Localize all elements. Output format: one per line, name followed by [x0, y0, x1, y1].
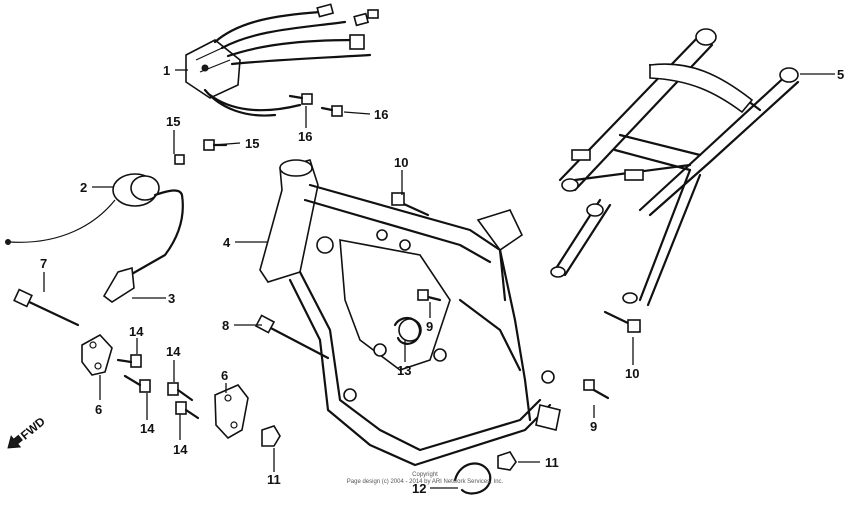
ignition-coil-part [5, 173, 184, 277]
bolt-part [174, 139, 228, 165]
callout-16: 16 [374, 107, 388, 122]
nut-part [261, 425, 517, 471]
callout-10: 10 [625, 366, 639, 381]
callout-6: 6 [221, 368, 228, 383]
callout-7: 7 [40, 256, 47, 271]
bolt-part [116, 354, 200, 420]
bolt-part [417, 289, 610, 400]
callout-1: 1 [163, 63, 170, 78]
bolt-part [391, 192, 641, 333]
cdi-unit-part [185, 3, 379, 117]
callout-13: 13 [397, 363, 411, 378]
spark-plug-cap-part [102, 266, 135, 303]
copyright-line-2: Page design (c) 2004 - 2014 by ARI Netwo… [347, 479, 504, 485]
leader-lines [43, 69, 835, 489]
callout-14: 14 [173, 442, 188, 457]
fwd-arrow: FWD [7, 414, 48, 449]
copyright-line-1: Copyright [412, 472, 438, 478]
callout-3: 3 [168, 291, 175, 306]
callout-10: 10 [394, 155, 408, 170]
callout-14: 14 [166, 344, 181, 359]
callout-11: 11 [267, 472, 281, 487]
callout-11: 11 [545, 455, 559, 470]
bolt-part [288, 93, 343, 117]
arrow-icon [7, 434, 23, 449]
long-bolt-part [13, 288, 80, 327]
callout-16: 16 [298, 129, 312, 144]
callout-15: 15 [166, 114, 180, 129]
callout-14: 14 [129, 324, 144, 339]
callout-8: 8 [222, 318, 229, 333]
callout-4: 4 [223, 235, 231, 250]
callout-2: 2 [80, 180, 87, 195]
callout-labels: 1 2 3 4 5 6 6 7 8 9 9 10 10 11 11 12 13 … [40, 63, 844, 496]
engine-mount-plate-part [81, 333, 249, 440]
hose-clamp-part [453, 462, 492, 495]
callout-15: 15 [245, 136, 259, 151]
clip-part [393, 317, 422, 345]
callout-6: 6 [95, 402, 102, 417]
main-frame-part [259, 159, 561, 467]
fwd-label: FWD [18, 414, 48, 443]
long-bolt-part [254, 314, 330, 360]
callout-14: 14 [140, 421, 155, 436]
callout-5: 5 [837, 67, 844, 82]
rear-subframe-part [550, 28, 800, 307]
callout-9: 9 [426, 319, 433, 334]
callout-12: 12 [412, 481, 426, 496]
callout-9: 9 [590, 419, 597, 434]
